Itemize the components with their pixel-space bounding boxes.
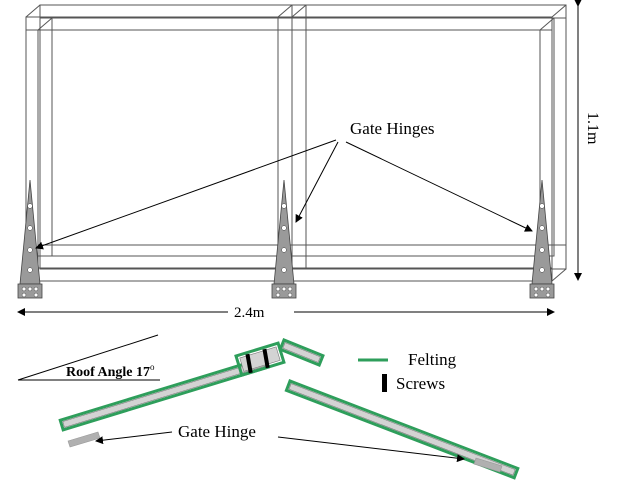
hinge-plate-hole	[21, 292, 27, 298]
gate-hinges	[17, 179, 555, 299]
hinge-hole	[27, 267, 33, 273]
hinge-plate-hole	[275, 286, 281, 292]
roof-angle-indicator	[17, 334, 160, 381]
hinge-plate-hole	[545, 286, 551, 292]
right-cap-board	[278, 338, 325, 367]
gate-hinges-arrows	[35, 139, 533, 250]
hinge-hole	[281, 203, 287, 209]
hinge-hole	[539, 203, 545, 209]
hinge-plate-hole	[27, 286, 33, 292]
hinge-left	[17, 179, 43, 299]
hinge-plate-hole	[275, 292, 281, 298]
hinge-hole	[539, 247, 545, 253]
ridge-felting	[234, 341, 286, 377]
hinge-hole	[281, 267, 287, 273]
hinge-plate-hole	[33, 292, 39, 298]
hinge-plate-hole	[533, 286, 539, 292]
legend: Felting Screws	[358, 350, 457, 393]
hinge-plate-hole	[533, 292, 539, 298]
cap-felting	[278, 338, 325, 367]
hinge-hole	[27, 225, 33, 231]
hinge-hole	[27, 247, 33, 253]
gate-hinges-label: Gate Hinges	[350, 119, 435, 138]
right-hinge-stub	[473, 457, 503, 473]
frame	[25, 4, 567, 282]
frame-back-outer	[39, 4, 567, 270]
hinge-plate-hole	[287, 292, 293, 298]
legend-felting-label: Felting	[408, 350, 457, 369]
roof-angle-degree: o	[150, 362, 155, 372]
right-roof-board	[284, 379, 520, 480]
arrow-gate-hinge-left	[95, 431, 173, 445]
width-label: 2.4m	[234, 305, 265, 321]
cap-core	[282, 342, 321, 363]
arrow-gate-hinge-right	[277, 436, 465, 463]
height-label: 1.1m	[584, 112, 601, 145]
hinge-plate-hole	[33, 286, 39, 292]
hinge-plate-hole	[287, 286, 293, 292]
hinge-hole	[27, 203, 33, 209]
arrow-hinge-left	[35, 139, 337, 250]
hinge-hole	[281, 225, 287, 231]
right-board-felting	[284, 379, 520, 480]
hinge-plate-hole	[21, 286, 27, 292]
roof-angle-text: Roof Angle 17	[66, 365, 150, 380]
hinge-hole	[539, 225, 545, 231]
hinge-hole	[539, 267, 545, 273]
roof-cross-section	[58, 338, 520, 480]
arrow-hinge-middle	[295, 141, 339, 223]
roof-angle-label: Roof Angle 17o	[66, 362, 155, 380]
hinge-plate-hole	[539, 286, 545, 292]
hinge-plate-hole	[281, 286, 287, 292]
left-hinge-stub	[67, 431, 101, 448]
hinge-right	[529, 179, 555, 299]
screw-right	[262, 348, 270, 369]
arrow-hinge-right	[345, 141, 533, 232]
legend-screws-label: Screws	[396, 374, 445, 393]
hinge-hole	[281, 247, 287, 253]
hinge-middle	[271, 179, 297, 299]
frame-middle-post-back	[291, 4, 307, 270]
legend-screws-swatch	[382, 374, 387, 392]
gate-hinge-label: Gate Hinge	[178, 422, 256, 441]
hinge-plate-hole	[545, 292, 551, 298]
right-board-core	[288, 383, 516, 476]
gate-hinge-arrows	[95, 431, 465, 463]
frame-back-inner	[51, 17, 555, 257]
screw-left	[245, 353, 253, 374]
